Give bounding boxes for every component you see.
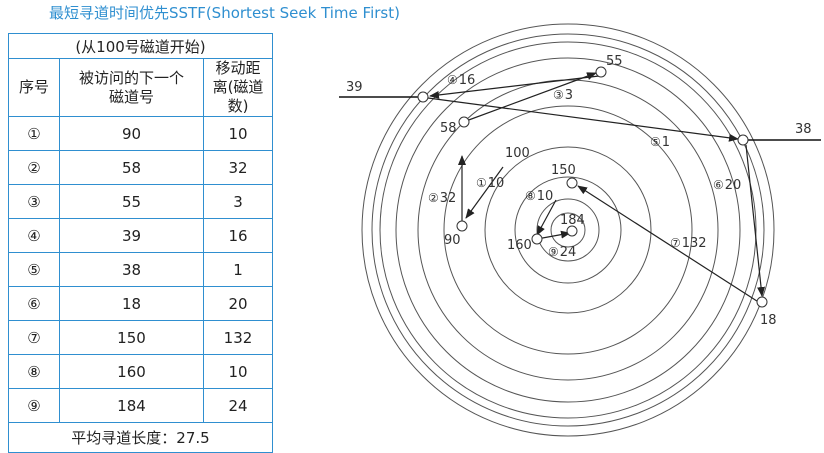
- seek-arrow: [465, 72, 597, 122]
- table-row: ④ 39 16: [8, 218, 273, 253]
- track-circle: [514, 176, 622, 284]
- cell-distance: 32: [203, 150, 273, 185]
- node-38: [737, 134, 749, 146]
- cell-distance: 20: [203, 286, 273, 321]
- track-label: 58: [440, 121, 457, 136]
- table-caption-row: (从100号磁道开始): [8, 33, 273, 59]
- header-distance: 移动距离(磁道数): [203, 58, 273, 117]
- node-55: [595, 66, 607, 78]
- cell-seq: ⑥: [8, 286, 60, 321]
- header-seq: 序号: [8, 58, 60, 117]
- cell-seq: ⑦: [8, 320, 60, 355]
- seek-table: (从100号磁道开始) 序号 被访问的下一个磁道号 移动距离(磁道数) ① 90…: [8, 33, 273, 453]
- table-row: ② 58 32: [8, 150, 273, 185]
- track-circle: [395, 57, 741, 403]
- start-track-label: 100: [505, 146, 530, 161]
- step-label: ⑨24: [548, 245, 576, 260]
- table-row: ⑤ 38 1: [8, 252, 273, 287]
- table-row: ⑦ 150 132: [8, 320, 273, 355]
- disk-diagram: 100 90 58 55 39 38 18 150 160 184 ①10 ②3…: [339, 23, 821, 437]
- node-90: [456, 220, 468, 232]
- cell-track: 39: [59, 218, 204, 253]
- track-circle: [443, 105, 693, 355]
- table-row: ⑥ 18 20: [8, 286, 273, 321]
- track-label: 18: [760, 313, 777, 328]
- header-track: 被访问的下一个磁道号: [59, 58, 204, 117]
- track-circle: [361, 23, 775, 437]
- table-row: ① 90 10: [8, 116, 273, 151]
- table-row: ⑨ 184 24: [8, 388, 273, 423]
- step-label: ①10: [476, 176, 504, 191]
- track-circle: [371, 33, 765, 427]
- track-label: 184: [560, 213, 585, 228]
- cell-seq: ①: [8, 116, 60, 151]
- cell-distance: 3: [203, 184, 273, 219]
- cell-track: 90: [59, 116, 204, 151]
- cell-track: 58: [59, 150, 204, 185]
- track-circle: [550, 212, 586, 248]
- step-label: ③3: [553, 88, 573, 103]
- seek-arrow: [577, 185, 761, 304]
- track-label: 38: [795, 122, 812, 137]
- seek-arrow: [536, 199, 557, 236]
- node-184: [566, 225, 578, 237]
- cell-track: 150: [59, 320, 204, 355]
- node-58: [458, 116, 470, 128]
- track-circle: [484, 146, 652, 314]
- cell-distance: 132: [203, 320, 273, 355]
- seek-arrow: [429, 75, 600, 99]
- cell-distance: 10: [203, 116, 273, 151]
- node-160: [531, 233, 543, 245]
- track-label: 90: [444, 233, 461, 248]
- track-circle: [379, 41, 757, 419]
- track-nodes: [417, 66, 768, 308]
- page-title: 最短寻道时间优先SSTF(Shortest Seek Time First): [49, 4, 400, 22]
- cell-distance: 10: [203, 354, 273, 389]
- cell-track: 55: [59, 184, 204, 219]
- node-39: [417, 91, 429, 103]
- track-label: 39: [346, 80, 363, 95]
- step-label: ⑥20: [713, 178, 741, 193]
- node-150: [566, 177, 578, 189]
- cell-seq: ③: [8, 184, 60, 219]
- cell-seq: ⑤: [8, 252, 60, 287]
- cell-distance: 24: [203, 388, 273, 423]
- track-label: 55: [606, 54, 623, 69]
- table-header-row: 序号 被访问的下一个磁道号 移动距离(磁道数): [8, 58, 273, 117]
- track-label: 160: [507, 238, 532, 253]
- track-label: 150: [551, 163, 576, 178]
- seek-arrow: [745, 144, 766, 297]
- step-label: ⑤1: [650, 135, 670, 150]
- node-18: [756, 296, 768, 308]
- step-label: ⑦132: [670, 236, 707, 251]
- step-label: ②32: [428, 191, 456, 206]
- table-row: ③ 55 3: [8, 184, 273, 219]
- seek-arrow: [465, 166, 504, 219]
- step-label: ⑧10: [525, 189, 553, 204]
- cell-distance: 1: [203, 252, 273, 287]
- table-row: ⑧ 160 10: [8, 354, 273, 389]
- seek-arrow: [427, 97, 739, 142]
- seek-path: [427, 72, 766, 304]
- table-caption: (从100号磁道开始): [8, 33, 273, 59]
- step-label: ④16: [447, 73, 475, 88]
- seek-arrow: [536, 230, 571, 240]
- cell-track: 184: [59, 388, 204, 423]
